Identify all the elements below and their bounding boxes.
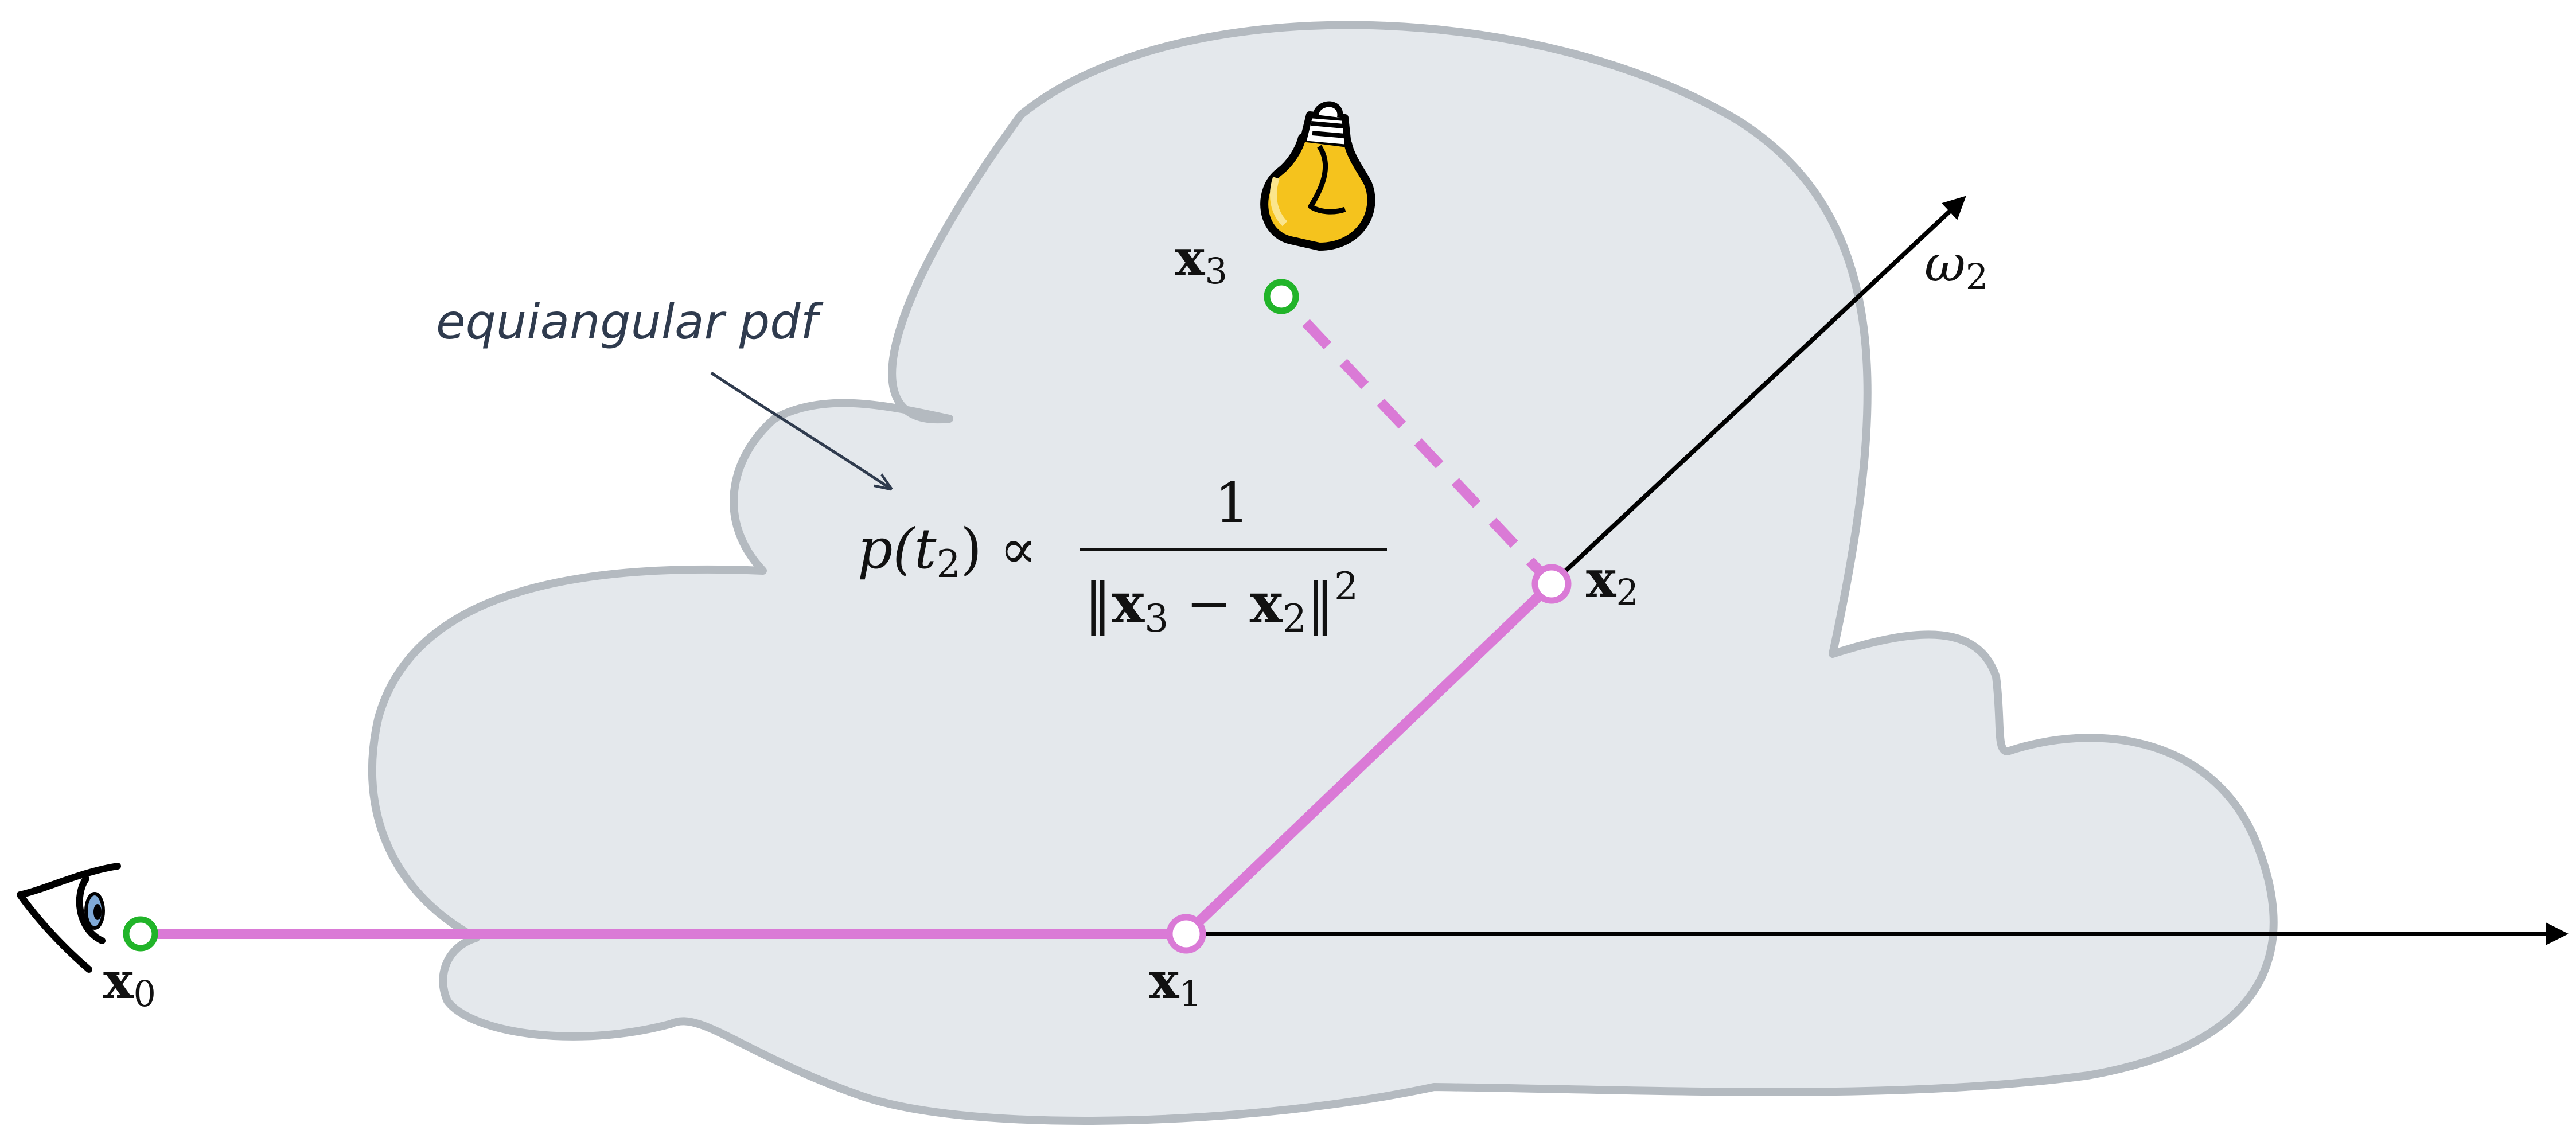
formula-numerator: 1: [1214, 471, 1249, 535]
vertex-x0: [126, 919, 155, 948]
label-x0: x0: [103, 950, 156, 1015]
vertex-x1: [1170, 917, 1203, 950]
vertex-x3: [1267, 282, 1296, 311]
label-omega2: ω2: [1924, 234, 1988, 298]
vertex-x2: [1535, 567, 1568, 601]
annotation-equiangular-pdf: equiangular pdf: [436, 294, 824, 350]
formula-denominator: ‖x3 − x2‖2: [1084, 564, 1358, 641]
